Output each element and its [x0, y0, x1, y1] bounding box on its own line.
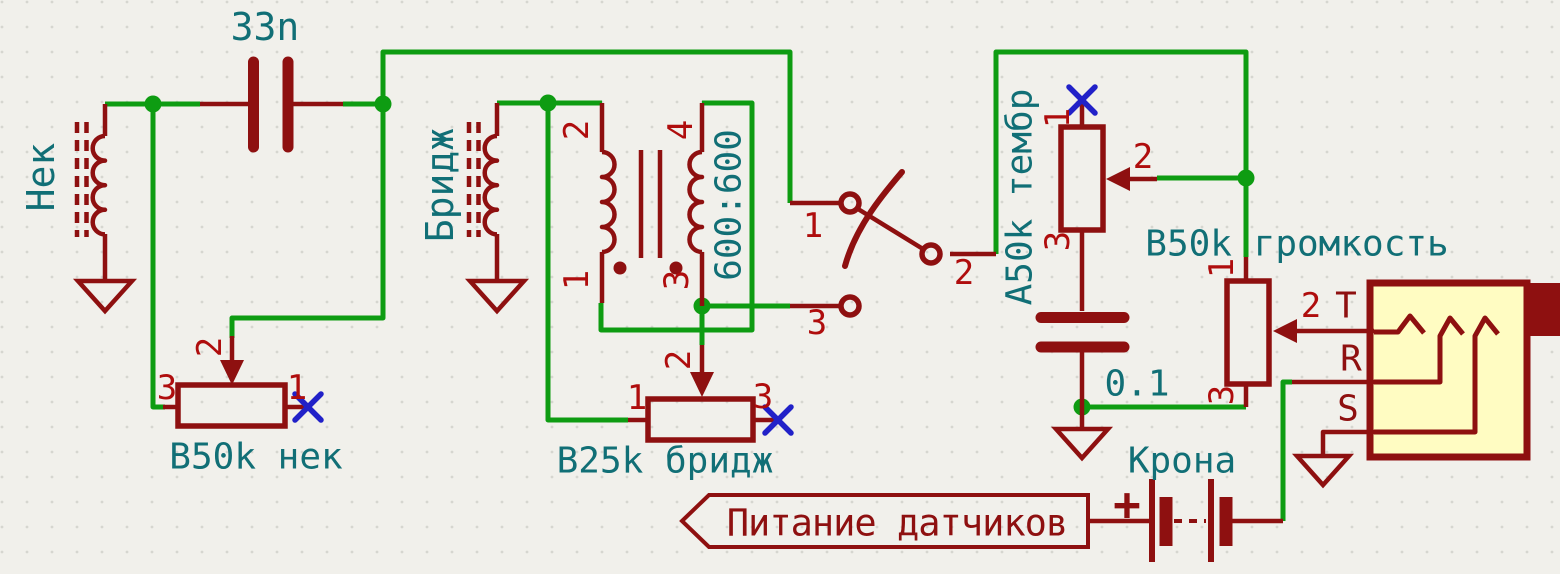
jack-ring-name: R — [1340, 339, 1362, 380]
switch-contact-3[interactable] — [838, 294, 862, 318]
pot-neck-symbol[interactable]: 3 1 2 B50k нек — [157, 336, 343, 478]
junction-dot — [1237, 169, 1255, 187]
xfmr-secondary-winding[interactable] — [687, 149, 705, 255]
xfmr-ratio-value[interactable]: 600:600 — [709, 129, 750, 281]
no-connect-icon — [1066, 84, 1098, 116]
pot-tone-wiper-arrow — [1106, 167, 1130, 191]
pot-bridge-pin1-number: 1 — [627, 378, 647, 418]
pot-neck-pin1-number: 1 — [287, 368, 307, 408]
no-connect-icon — [762, 404, 794, 436]
xfmr-pin1-number: 1 — [557, 270, 597, 290]
pot-volume-symbol[interactable]: 1 2 3 B50k громкость — [1145, 224, 1449, 408]
switch-actuator-arc — [842, 169, 905, 269]
pickup-neck-symbol[interactable]: Нек — [19, 104, 138, 315]
transformer-symbol[interactable]: 2 1 4 3 600:600 — [557, 103, 750, 306]
hier-label-outline[interactable] — [679, 493, 1090, 549]
pot-bridge-wiper-arrow — [690, 372, 714, 397]
pot-bridge-pin2-number: 2 — [659, 350, 699, 370]
xfmr-polarity-dot — [613, 261, 627, 275]
output-jack-symbol[interactable]: T R S — [1291, 279, 1560, 489]
capacitor-tone-symbol[interactable]: 0.1 — [1035, 312, 1170, 462]
jack-body[interactable] — [1366, 279, 1531, 461]
pot-bridge-symbol[interactable]: 1 3 2 B25k бридж — [557, 345, 794, 482]
switch-contact-2[interactable] — [919, 242, 943, 266]
xfmr-pin2-number: 2 — [557, 120, 597, 140]
pot-neck-pin2-number: 2 — [190, 337, 230, 357]
jack-sleeve-lead — [1320, 429, 1374, 456]
ground-symbol[interactable] — [464, 278, 530, 315]
pot-neck-wiper-arrow — [220, 360, 244, 385]
cap-33n-value[interactable]: 33n — [231, 5, 300, 49]
pot-tone-pin2-number: 2 — [1133, 137, 1153, 177]
wire-neck-node-to-pot3[interactable] — [150, 104, 165, 410]
junction-dot — [144, 95, 162, 113]
pickup-neck-coil[interactable] — [90, 133, 108, 237]
wire-bridge-node-to-pot1[interactable] — [545, 103, 628, 423]
wires[interactable] — [105, 49, 1292, 521]
pot-volume-pin2-number: 2 — [1301, 286, 1321, 326]
jack-sleeve-contact — [1374, 315, 1500, 435]
battery-value[interactable]: Крона — [1128, 441, 1236, 482]
pickup-neck-label[interactable]: Нек — [19, 143, 63, 212]
cap-tone-value[interactable]: 0.1 — [1104, 364, 1169, 405]
hier-label-text[interactable]: Питание датчиков — [727, 502, 1068, 545]
jack-tip-name: T — [1335, 286, 1357, 327]
junction-dot — [374, 95, 392, 113]
power-hier-label[interactable]: Питание датчиков — [679, 493, 1090, 549]
pickup-bridge-symbol[interactable]: Бридж — [418, 103, 530, 315]
pot-tone-pin1-number: 1 — [1038, 108, 1078, 128]
switch-pin2-number: 2 — [954, 253, 974, 293]
selector-switch-symbol[interactable]: 1 2 3 — [790, 169, 996, 343]
pot-neck-pin3-number: 3 — [157, 368, 177, 408]
switch-pin3-number: 3 — [807, 303, 827, 343]
pot-volume-value[interactable]: B50k громкость — [1145, 224, 1448, 265]
wire-top-rail-to-switch[interactable] — [380, 49, 793, 203]
capacitor-33n-symbol[interactable]: 33n — [200, 5, 343, 153]
junctions — [144, 94, 1255, 416]
junction-dot — [539, 94, 557, 112]
no-connect-icon — [292, 391, 324, 423]
ground-symbol[interactable] — [1050, 426, 1114, 462]
battery-symbol[interactable]: + Крона — [1088, 441, 1283, 563]
xfmr-primary-winding[interactable] — [599, 149, 617, 255]
jack-bushing — [1524, 283, 1560, 336]
pot-bridge-pin3-number: 3 — [753, 377, 773, 417]
pot-neck-value[interactable]: B50k нек — [169, 437, 343, 478]
pickup-bridge-coil[interactable] — [482, 133, 500, 237]
xfmr-polarity-dot — [669, 261, 683, 275]
xfmr-pin3-number: 3 — [657, 270, 697, 290]
pot-volume-pin1-number: 1 — [1202, 258, 1242, 278]
pot-volume-pin3-number: 3 — [1202, 385, 1242, 405]
pickup-bridge-label[interactable]: Бридж — [418, 128, 462, 242]
ground-symbol[interactable] — [1291, 453, 1355, 489]
wire-node-to-neck-wiper[interactable] — [229, 104, 386, 338]
jack-ring-contact — [1374, 315, 1465, 385]
wire-ring-to-battery[interactable] — [1280, 379, 1292, 521]
xfmr-pin4-number: 4 — [661, 120, 701, 140]
pot-tone-value[interactable]: A50k тембр — [1000, 89, 1041, 306]
pot-volume-wiper-arrow — [1273, 319, 1297, 343]
battery-plus-sign: + — [1113, 477, 1141, 531]
pot-bridge-value[interactable]: B25k бридж — [557, 441, 774, 482]
jack-sleeve-name: S — [1337, 389, 1359, 430]
switch-contact-1[interactable] — [838, 191, 862, 215]
ground-symbol[interactable] — [72, 278, 138, 315]
switch-pin1-number: 1 — [803, 206, 823, 246]
wire-switch2-to-volume[interactable] — [993, 49, 1249, 257]
wire-transformer-loop[interactable] — [598, 100, 755, 333]
jack-tip-contact — [1374, 313, 1426, 335]
pot-tone-symbol[interactable]: 1 2 3 A50k тембр — [1000, 84, 1158, 311]
pot-tone-pin3-number: 3 — [1038, 231, 1078, 251]
